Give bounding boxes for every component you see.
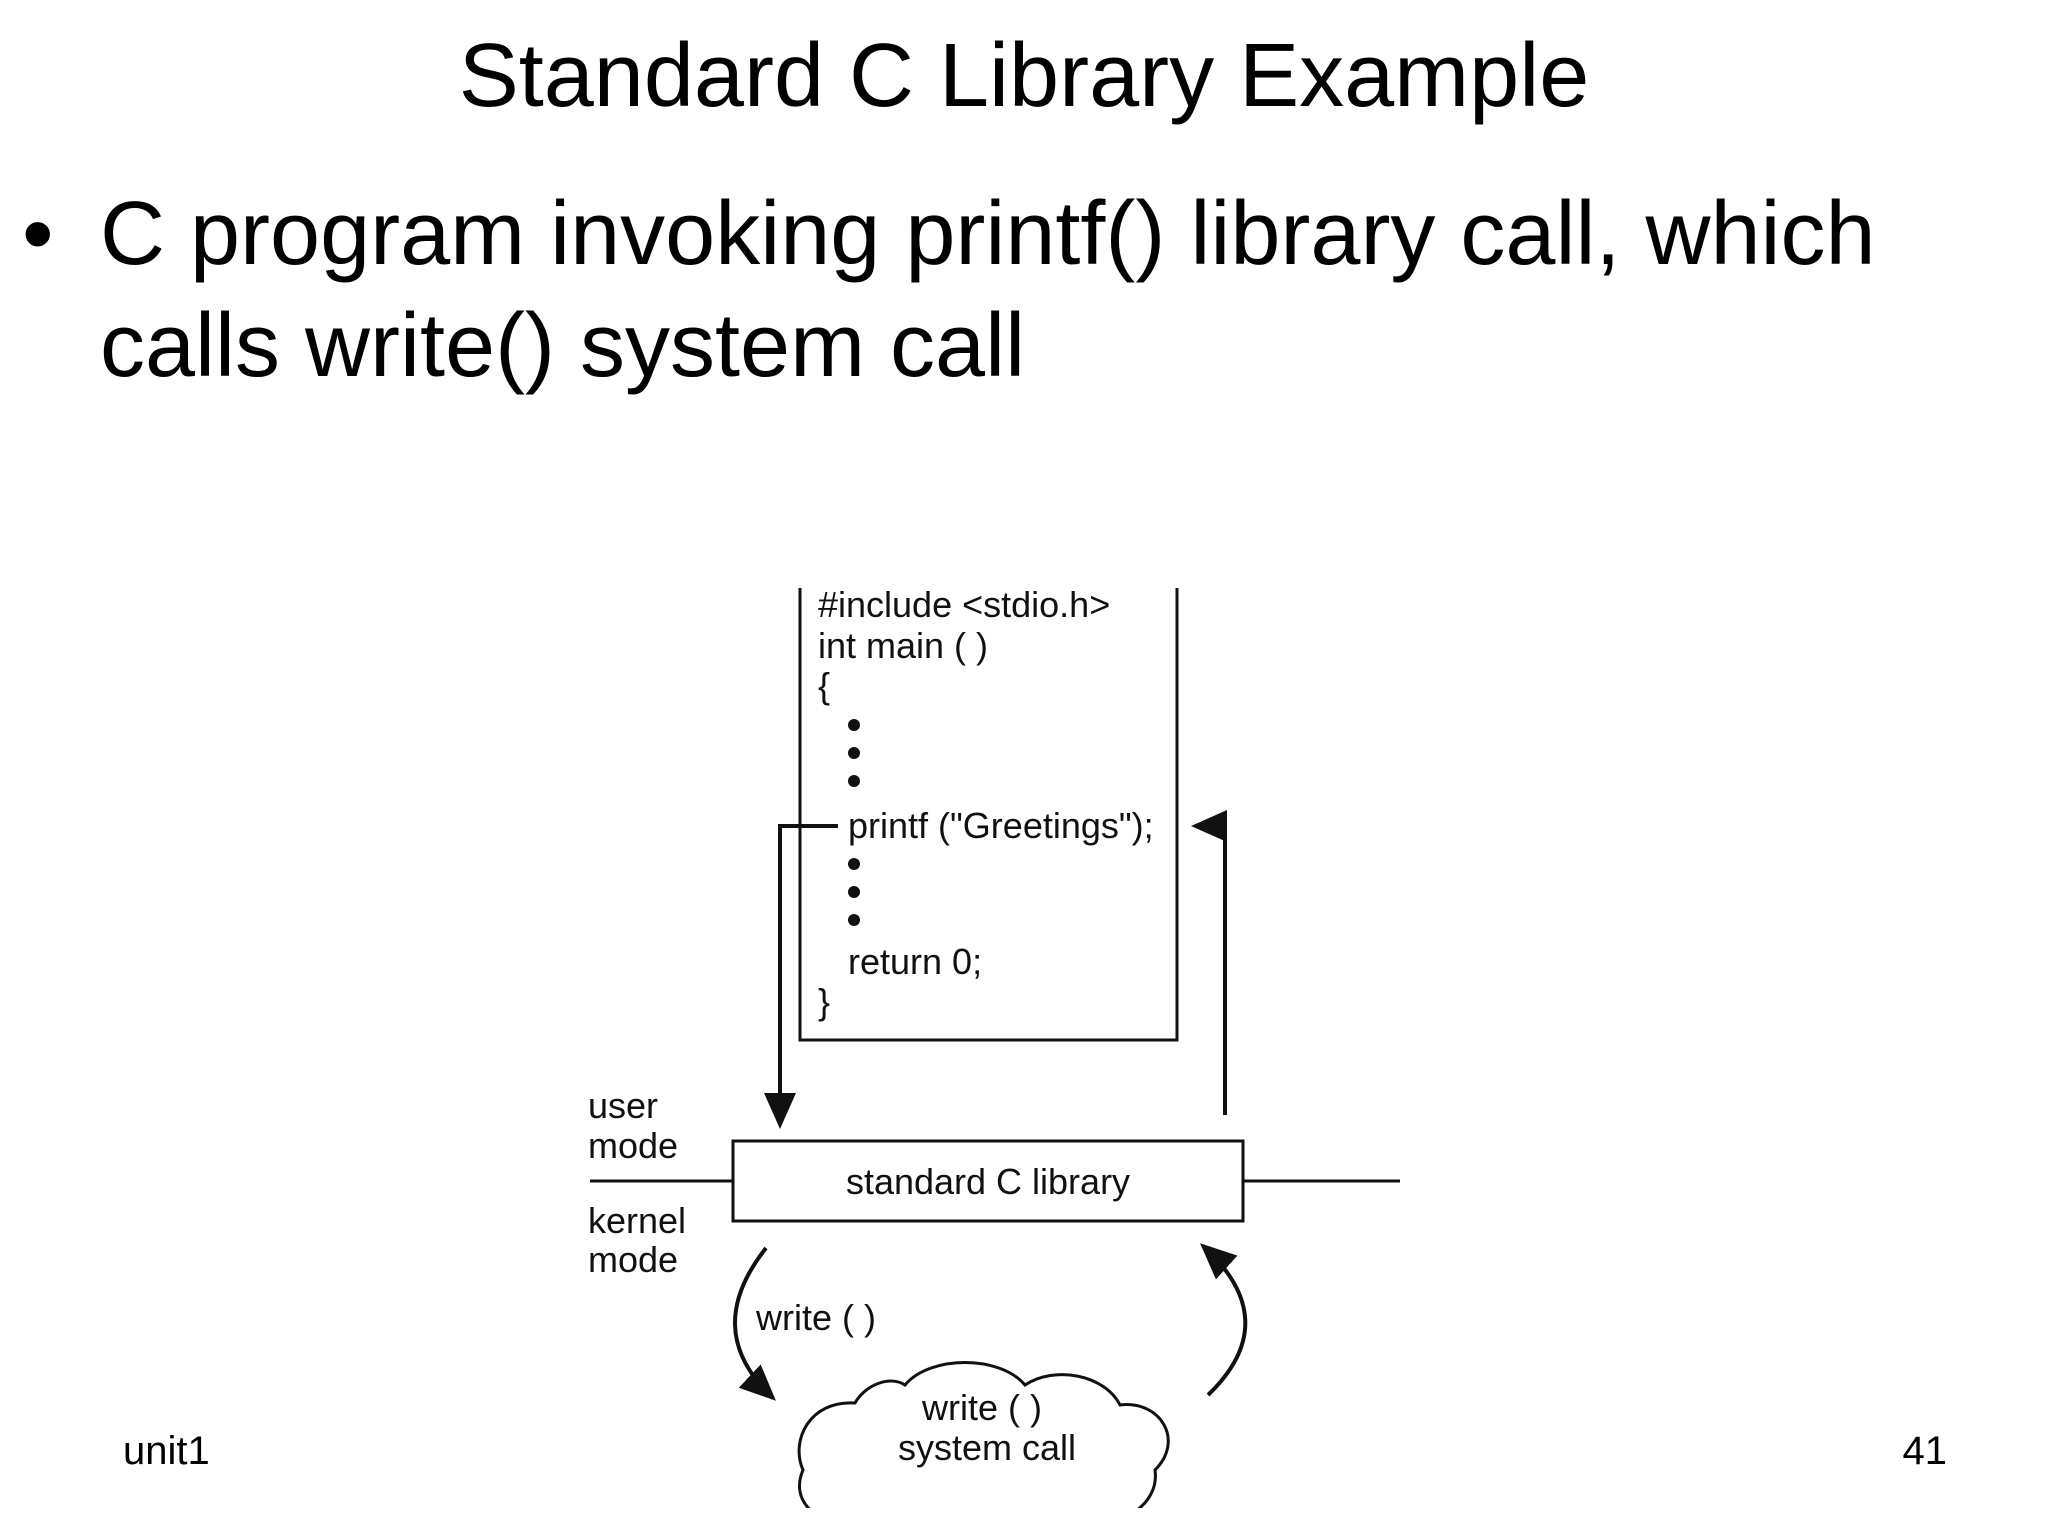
left-crop-mask (560, 1090, 588, 1290)
bullet-line-1: C program invoking printf() library call… (100, 184, 1876, 284)
library-label: standard C library (846, 1161, 1130, 1202)
write-arrow (733, 1246, 776, 1401)
user-mode-label: user mode (588, 1085, 678, 1166)
library-box (731, 1139, 1245, 1223)
write-label: write ( ) (755, 1297, 876, 1338)
user-mode-word: mode (588, 1125, 678, 1166)
ellipsis-dots-top (848, 719, 860, 787)
cloud-label: write ( ) system call (898, 1387, 1076, 1468)
code-line-return: return 0; (848, 941, 982, 982)
program-box (798, 588, 1179, 1042)
call-arrow (764, 824, 838, 1129)
bullet-text: C program invoking printf() library call… (100, 178, 1980, 402)
ellipsis-dots-bottom (848, 858, 860, 926)
syscall-return-arrow (1200, 1243, 1248, 1397)
cloud-label-line-2: system call (898, 1427, 1076, 1468)
kernel-mode-word: mode (588, 1239, 678, 1280)
code-line-include: #include <stdio.h> (818, 584, 1110, 625)
footer-unit-label: unit1 (123, 1429, 210, 1473)
kernel-label: kernel (588, 1200, 686, 1241)
code-line-main: int main ( ) (818, 625, 988, 666)
return-arrow (1191, 810, 1227, 1115)
page-number: 41 (1902, 1429, 1948, 1473)
code-line-close-brace: } (818, 981, 830, 1022)
bullet-line-2: calls write() system call (100, 296, 1026, 396)
cloud-label-line-1: write ( ) (921, 1387, 1042, 1428)
code-line-open-brace: { (818, 665, 830, 706)
syscall-cloud (797, 1361, 1170, 1508)
slide-title: Standard C Library Example (458, 26, 1590, 126)
bullet-dot-icon: • (22, 184, 54, 284)
kernel-mode-label: kernel mode (588, 1200, 696, 1280)
user-label: user (588, 1085, 658, 1126)
code-line-printf: printf ("Greetings"); (848, 805, 1154, 846)
